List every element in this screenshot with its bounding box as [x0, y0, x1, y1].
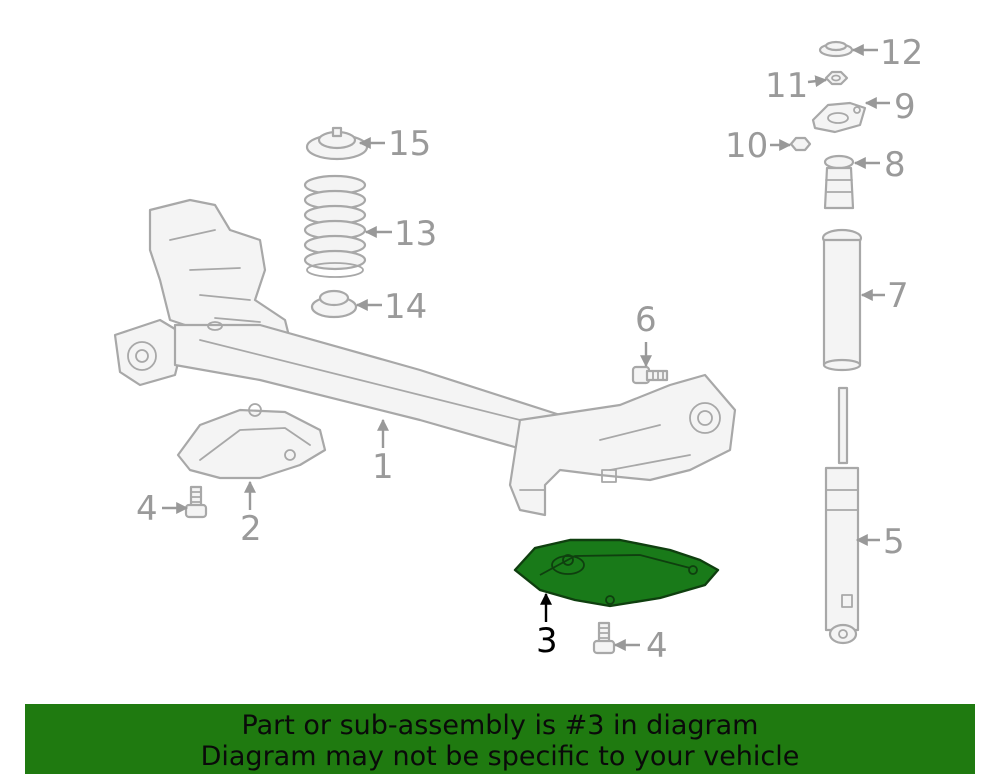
- banner-line-2: Diagram may not be specific to your vehi…: [200, 741, 800, 772]
- parts-diagram: 1 2 3 4 4 5 6 7 8 9 10 11 12 13 14 15: [113, 33, 923, 666]
- callout-11: 11: [765, 66, 808, 106]
- part-7-dust-boot[interactable]: [821, 228, 863, 372]
- part-8-bump-stop[interactable]: [823, 154, 855, 210]
- part-2-shield[interactable]: [176, 403, 327, 480]
- part-13-coil-spring[interactable]: [303, 174, 367, 278]
- part-6-bolt[interactable]: [631, 365, 669, 385]
- callout-14: 14: [384, 287, 427, 327]
- callout-4-left: 4: [136, 489, 158, 529]
- info-banner: Part or sub-assembly is #3 in diagram Di…: [25, 704, 975, 774]
- part-11-nut[interactable]: [824, 70, 849, 86]
- part-10-nut[interactable]: [789, 136, 812, 152]
- callout-13: 13: [394, 214, 437, 254]
- callout-5: 5: [883, 522, 905, 562]
- part-15-upper-seat[interactable]: [305, 126, 369, 161]
- part-4-bolt-left[interactable]: [184, 485, 208, 519]
- callout-4-right: 4: [646, 626, 668, 666]
- callout-9: 9: [894, 87, 916, 127]
- callout-1: 1: [372, 447, 394, 487]
- callout-3: 3: [536, 621, 558, 661]
- callout-6: 6: [635, 300, 657, 340]
- callout-12: 12: [880, 33, 923, 73]
- part-1-axle-beam[interactable]: [113, 198, 737, 517]
- leader-lines: [162, 44, 890, 651]
- banner-line-1: Part or sub-assembly is #3 in diagram: [241, 710, 759, 741]
- part-9-mount[interactable]: [811, 101, 867, 134]
- part-5-shock-absorber[interactable]: [824, 386, 860, 645]
- part-12-cap[interactable]: [818, 40, 854, 58]
- callout-7: 7: [887, 276, 909, 316]
- part-3-shield-highlighted[interactable]: [513, 538, 720, 608]
- callout-10: 10: [725, 126, 768, 166]
- part-4-bolt-right[interactable]: [592, 621, 616, 655]
- part-14-lower-seat[interactable]: [310, 289, 358, 319]
- callout-15: 15: [388, 124, 431, 164]
- callout-2: 2: [240, 509, 262, 549]
- callout-8: 8: [884, 145, 906, 185]
